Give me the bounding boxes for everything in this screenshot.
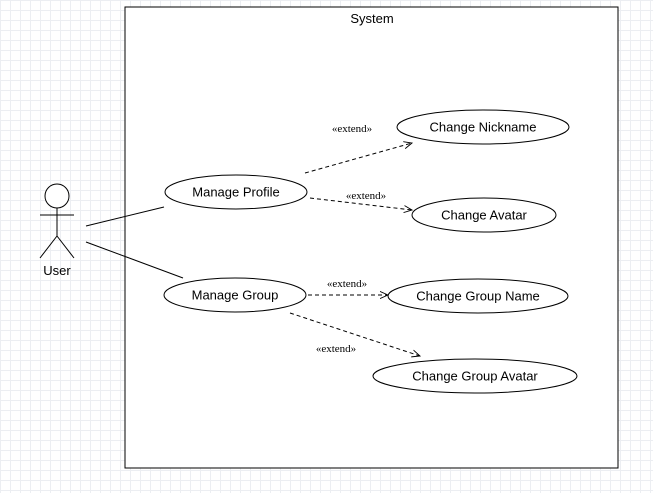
extend-label-group-avatar: «extend» bbox=[316, 343, 356, 355]
association-user-manage-group[interactable] bbox=[85, 241, 184, 279]
extend-label-nickname: «extend» bbox=[332, 123, 372, 135]
actor-label: User bbox=[43, 263, 71, 278]
use-case-ellipse bbox=[387, 278, 569, 314]
use-case-change-avatar[interactable]: Change Avatar bbox=[411, 197, 557, 233]
association-user-manage-profile[interactable] bbox=[85, 206, 165, 227]
extend-arrow-change-avatar[interactable] bbox=[309, 197, 412, 210]
use-case-ellipse bbox=[372, 358, 578, 394]
use-case-ellipse bbox=[163, 277, 307, 313]
actor-head bbox=[44, 183, 70, 209]
extend-arrow-change-group-avatar[interactable] bbox=[289, 312, 420, 356]
use-case-label: Change Avatar bbox=[441, 208, 527, 223]
use-case-label: Change Group Avatar bbox=[412, 369, 538, 384]
extend-label-group-name: «extend» bbox=[327, 278, 367, 290]
actor-right-leg bbox=[56, 235, 75, 259]
use-case-label: Manage Group bbox=[192, 288, 279, 303]
extend-arrow-change-nickname[interactable] bbox=[304, 143, 412, 174]
use-case-change-group-name[interactable]: Change Group Name bbox=[387, 278, 569, 314]
use-case-ellipse bbox=[396, 109, 570, 145]
use-case-label: Change Group Name bbox=[416, 289, 540, 304]
use-case-manage-profile[interactable]: Manage Profile bbox=[164, 174, 308, 210]
use-case-manage-group[interactable]: Manage Group bbox=[163, 277, 307, 313]
use-case-ellipse bbox=[164, 174, 308, 210]
actor-left-leg bbox=[39, 235, 58, 259]
use-case-label: Change Nickname bbox=[430, 120, 537, 135]
system-label: System bbox=[350, 11, 393, 26]
use-case-ellipse bbox=[411, 197, 557, 233]
use-case-label: Manage Profile bbox=[192, 185, 279, 200]
actor-user[interactable]: User bbox=[39, 183, 75, 278]
use-case-change-group-avatar[interactable]: Change Group Avatar bbox=[372, 358, 578, 394]
extend-label-avatar: «extend» bbox=[346, 190, 386, 202]
system-boundary[interactable] bbox=[124, 6, 619, 469]
use-case-change-nickname[interactable]: Change Nickname bbox=[396, 109, 570, 145]
